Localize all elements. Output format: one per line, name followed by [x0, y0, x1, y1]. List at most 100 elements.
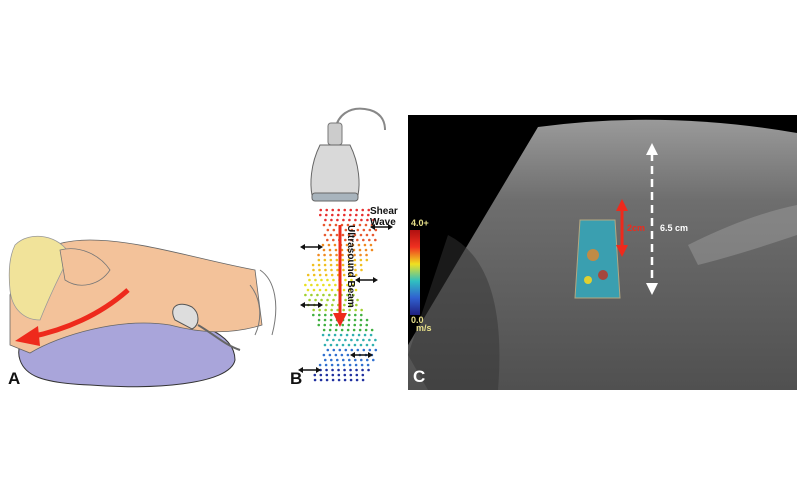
double-arrow-icon — [350, 352, 373, 358]
particle-dot — [344, 278, 347, 282]
particle-dot — [321, 243, 325, 247]
particle-dot — [364, 223, 368, 227]
arm-lines — [249, 269, 277, 336]
particle-dot — [334, 248, 338, 252]
particle-dot — [316, 293, 319, 297]
particle-dot — [326, 238, 329, 242]
particle-dot — [327, 333, 331, 337]
elastography-roi — [574, 219, 621, 299]
particle-dot — [353, 323, 357, 327]
particle-dot — [311, 313, 315, 317]
particle-dot — [362, 238, 365, 242]
particle-dot — [353, 343, 357, 347]
particle-dot — [350, 298, 353, 302]
particle-dot — [319, 373, 323, 377]
particle-dot — [347, 323, 351, 327]
particle-dot — [334, 328, 338, 332]
particle-dot — [336, 363, 340, 367]
particle-dot — [366, 218, 369, 222]
particle-dot — [310, 283, 313, 287]
particle-dot — [324, 288, 328, 292]
particle-dot — [330, 218, 333, 222]
particle-dot — [374, 238, 377, 242]
particle-dot — [330, 268, 333, 272]
particle-dot — [359, 253, 362, 257]
particle-dot — [371, 343, 375, 347]
particle-dot — [344, 348, 348, 352]
particle-dot — [365, 323, 369, 327]
particle-dot — [347, 263, 351, 267]
particle-dot — [331, 378, 335, 382]
particle-dot — [350, 278, 353, 282]
particle-dot — [319, 378, 323, 382]
particle-dot — [347, 258, 351, 262]
particle-dot — [317, 313, 321, 317]
particle-dot — [354, 363, 358, 367]
particle-dot — [359, 258, 363, 262]
particle-dot — [348, 218, 351, 222]
particle-dot — [323, 343, 327, 347]
double-arrow-icon — [370, 224, 393, 230]
particle-dot — [319, 208, 323, 212]
particle-dot — [349, 373, 353, 377]
roi-depth-label: 2cm — [627, 223, 646, 233]
particle-dot — [368, 338, 371, 342]
particle-dot — [350, 238, 353, 242]
particle-dot — [360, 363, 364, 367]
particle-dot — [356, 228, 360, 232]
particle-dot — [352, 248, 356, 252]
particle-dot — [335, 358, 339, 362]
particle-dot — [325, 208, 329, 212]
ultrasound-image: 4.0+ 0.0 m/s 2cm 6.5 cm C — [408, 115, 797, 390]
particle-dot — [344, 298, 347, 302]
particle-dot — [336, 268, 339, 272]
particle-dot — [361, 373, 365, 377]
particle-dot — [365, 318, 369, 322]
scale-max: 4.0+ — [411, 218, 429, 228]
particle-dot — [374, 348, 378, 352]
particle-dot — [334, 223, 338, 227]
particle-dot — [359, 318, 363, 322]
particle-dot — [363, 333, 367, 337]
ultrasound-sector — [408, 119, 797, 390]
particle-dot — [329, 233, 333, 237]
particle-dot — [347, 313, 351, 317]
particle-dot — [329, 318, 333, 322]
particle-dot — [356, 298, 359, 302]
particle-dot — [346, 248, 350, 252]
particle-dot — [344, 338, 347, 342]
particle-dot — [347, 253, 350, 257]
particle-dot — [338, 338, 341, 342]
particle-dot — [323, 318, 327, 322]
movement-arrow — [29, 288, 130, 340]
particle-dot — [322, 328, 326, 332]
particle-dot — [348, 213, 352, 217]
particle-dot — [322, 353, 326, 357]
particle-dot — [318, 268, 321, 272]
particle-dot — [306, 288, 310, 292]
particle-dot — [332, 298, 335, 302]
particle-dot — [348, 288, 352, 292]
particle-dot — [323, 313, 327, 317]
particle-dot — [320, 298, 323, 302]
particle-dot — [353, 233, 357, 237]
particle-dot — [317, 318, 321, 322]
particle-dot — [326, 228, 330, 232]
particle-dot — [353, 263, 357, 267]
particle-dot — [324, 213, 328, 217]
particle-dot — [323, 263, 327, 267]
particle-dot — [346, 353, 350, 357]
particle-dot — [326, 338, 329, 342]
particle-dot — [320, 278, 323, 282]
particle-dot — [329, 323, 333, 327]
particle-dot — [331, 208, 335, 212]
particle-dot — [333, 243, 337, 247]
particle-dot — [370, 328, 374, 332]
particle-dot — [358, 223, 362, 227]
particle-dot — [332, 338, 335, 342]
particle-dot — [349, 208, 353, 212]
particle-dot — [324, 218, 327, 222]
particle-dot — [366, 213, 370, 217]
particle-dot — [352, 293, 355, 297]
